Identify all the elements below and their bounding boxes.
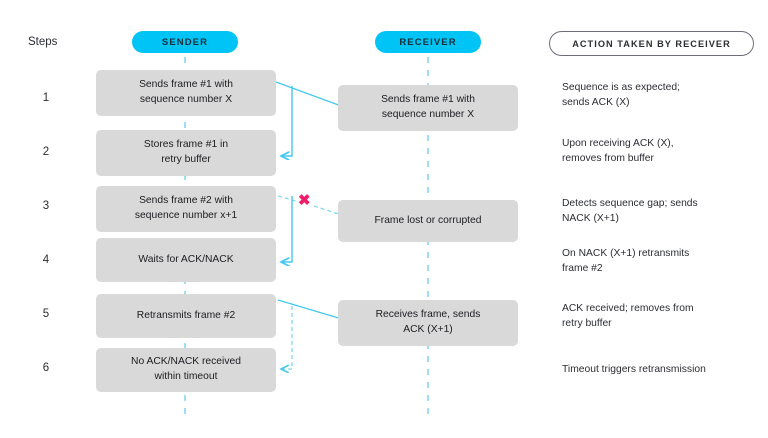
action-text-step-4: On NACK (X+1) retransmits frame #2 <box>562 246 767 277</box>
receiver-box-step-3[interactable]: Frame lost or corrupted <box>338 200 518 242</box>
action-line-1: Upon receiving ACK (X), <box>562 138 674 149</box>
receiver-box-step-1[interactable]: Sends frame #1 with sequence number X <box>338 85 518 131</box>
action-text-step-3: Detects sequence gap; sends NACK (X+1) <box>562 196 767 227</box>
column-header-steps: Steps <box>28 36 58 48</box>
action-line-1: On NACK (X+1) retransmits <box>562 248 690 259</box>
sender-box-line-1: Waits for ACK/NACK <box>138 253 234 265</box>
action-text-step-6: Timeout triggers retransmission <box>562 362 768 377</box>
sender-box-step-6[interactable]: No ACK/NACK received within timeout <box>96 348 276 392</box>
action-text-step-1: Sequence is as expected; sends ACK (X) <box>562 80 762 111</box>
action-line-2: retry buffer <box>562 318 612 330</box>
action-line-2: frame #2 <box>562 263 603 275</box>
sender-box-step-1[interactable]: Sends frame #1 with sequence number X <box>96 70 276 116</box>
step-number: 4 <box>42 254 50 266</box>
step-number: 3 <box>42 200 50 212</box>
action-line-2: sends ACK (X) <box>562 97 630 109</box>
sender-box-line-1: Sends frame #1 with <box>139 79 233 91</box>
step-number: 5 <box>42 308 50 320</box>
sender-box-line-2: retry buffer <box>161 154 211 165</box>
arrow-nack-return <box>281 196 293 262</box>
receiver-box-step-5[interactable]: Receives frame, sends ACK (X+1) <box>338 300 518 346</box>
sender-box-step-5[interactable]: Retransmits frame #2 <box>96 294 276 338</box>
sender-box-step-4[interactable]: Waits for ACK/NACK <box>96 238 276 282</box>
sender-box-line-1: Sends frame #2 with <box>139 195 233 207</box>
column-header-sender[interactable]: SENDER <box>132 31 238 53</box>
action-line-1: ACK received; removes from <box>562 303 694 314</box>
action-line-2: NACK (X+1) <box>562 213 619 225</box>
sender-box-step-2[interactable]: Stores frame #1 in retry buffer <box>96 130 276 176</box>
action-text-step-2: Upon receiving ACK (X), removes from buf… <box>562 136 762 167</box>
arrow-frame2-lost-a <box>277 195 297 202</box>
sender-box-line-2: within timeout <box>154 371 218 382</box>
receiver-box-line-2: sequence number X <box>381 109 475 120</box>
sender-box-line-2: sequence number X <box>139 94 233 105</box>
column-header-action[interactable]: ACTION TAKEN BY RECEIVER <box>549 31 754 56</box>
frame-lost-cross-icon: ✖ <box>298 192 311 209</box>
action-line-1: Timeout triggers retransmission <box>562 364 706 375</box>
step-number: 6 <box>42 362 50 374</box>
sender-box-line-1: Retransmits frame #2 <box>136 309 236 321</box>
sender-box-line-1: Stores frame #1 in <box>143 139 229 151</box>
sender-box-line-2: sequence number x+1 <box>134 210 238 221</box>
action-line-1: Sequence is as expected; <box>562 82 680 93</box>
sender-box-step-3[interactable]: Sends frame #2 with sequence number x+1 <box>96 186 276 232</box>
step-number: 2 <box>42 146 50 158</box>
action-line-2: removes from buffer <box>562 153 654 165</box>
receiver-box-line-2: ACK (X+1) <box>403 324 453 335</box>
receiver-box-line-1: Receives frame, sends <box>375 309 481 321</box>
receiver-box-line-1: Sends frame #1 with <box>381 94 475 106</box>
sender-box-line-1: No ACK/NACK received <box>131 356 241 368</box>
arrow-timeout-return <box>281 306 293 369</box>
action-line-1: Detects sequence gap; sends <box>562 198 698 209</box>
step-number: 1 <box>42 92 50 104</box>
action-text-step-5: ACK received; removes from retry buffer <box>562 301 767 332</box>
column-header-receiver[interactable]: RECEIVER <box>375 31 481 53</box>
receiver-box-line-1: Frame lost or corrupted <box>374 214 482 226</box>
arrow-ack-x-return <box>281 86 293 156</box>
